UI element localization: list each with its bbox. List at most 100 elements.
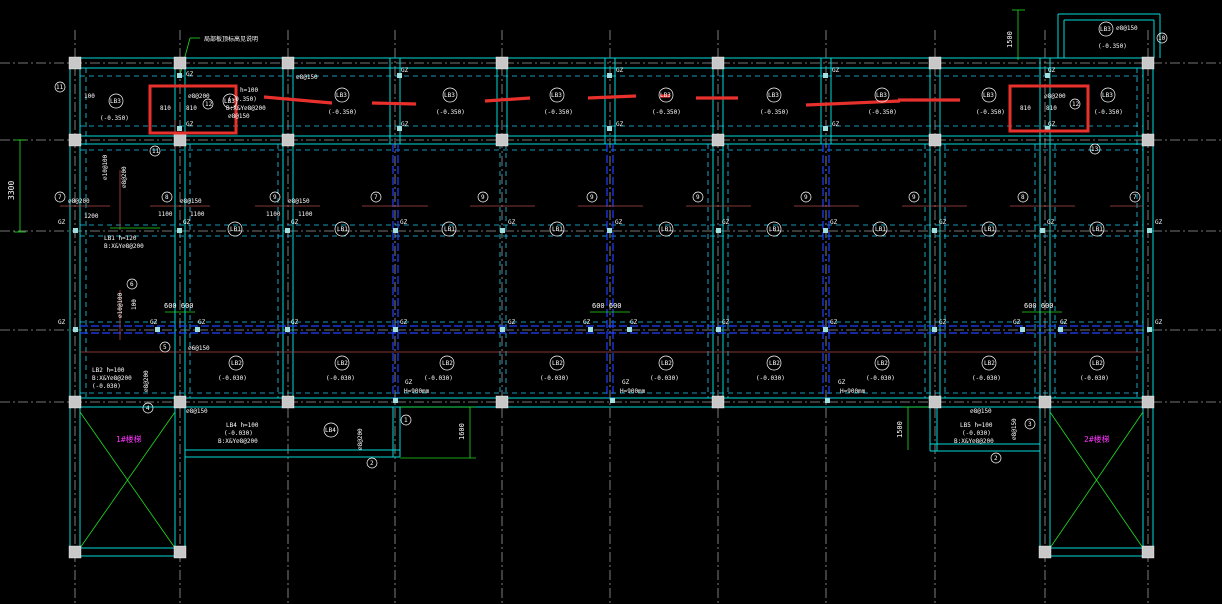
svg-text:LB3: LB3 xyxy=(1100,26,1111,33)
svg-text:(-0.030): (-0.030) xyxy=(650,375,679,382)
svg-text:GZ: GZ xyxy=(722,319,730,326)
column xyxy=(1141,56,1155,70)
column xyxy=(281,133,295,147)
svg-text:810: 810 xyxy=(186,105,197,112)
top-note: 局部板顶标高见说明 xyxy=(204,35,258,43)
svg-text:GZ: GZ xyxy=(832,67,840,74)
lb5-note: LB5 h=100 xyxy=(960,422,993,429)
svg-text:(-0.350): (-0.350) xyxy=(1094,109,1123,116)
svg-text:GZ: GZ xyxy=(630,319,638,326)
svg-text:LB3: LB3 xyxy=(768,92,779,99)
svg-text:5: 5 xyxy=(163,344,167,351)
svg-text:LB4: LB4 xyxy=(325,427,336,434)
highlight-box-left xyxy=(148,84,238,135)
svg-text:⌀8@200: ⌀8@200 xyxy=(357,428,364,450)
svg-text:⌀8@150: ⌀8@150 xyxy=(228,113,250,120)
svg-text:LB3: LB3 xyxy=(1102,92,1113,99)
grid-axes xyxy=(0,30,1222,604)
svg-text:GZ: GZ xyxy=(1013,319,1021,326)
svg-text:LB2: LB2 xyxy=(877,360,888,367)
svg-text:LB3: LB3 xyxy=(224,98,235,105)
svg-text:GZ: GZ xyxy=(1048,121,1056,128)
svg-text:(-0.350): (-0.350) xyxy=(544,109,573,116)
column xyxy=(173,545,187,559)
svg-text:GZ: GZ xyxy=(1155,319,1163,326)
lb2-note: LB2 h=100 xyxy=(92,367,125,374)
column xyxy=(495,56,509,70)
column xyxy=(173,133,187,147)
stair-2-label: 2#楼梯 xyxy=(1084,434,1110,444)
svg-text:GZ: GZ xyxy=(1048,67,1056,74)
svg-text:7: 7 xyxy=(58,194,62,201)
dim-600-right: 600 600 xyxy=(1024,302,1054,310)
svg-text:GZ: GZ xyxy=(1155,219,1163,226)
svg-text:⌀8@150: ⌀8@150 xyxy=(288,198,310,205)
svg-text:11: 11 xyxy=(56,84,64,91)
svg-text:GZ: GZ xyxy=(615,219,623,226)
svg-text:LB1: LB1 xyxy=(769,226,780,233)
svg-text:LB3: LB3 xyxy=(444,92,455,99)
dim-1500-top: 1500 xyxy=(1006,31,1014,48)
svg-text:GZ: GZ xyxy=(830,219,838,226)
column xyxy=(1038,545,1052,559)
svg-text:GZ: GZ xyxy=(939,219,947,226)
svg-text:GZ: GZ xyxy=(291,319,299,326)
svg-text:GZ: GZ xyxy=(291,219,299,226)
svg-text:LB1: LB1 xyxy=(1092,226,1103,233)
svg-text:(-0.350): (-0.350) xyxy=(1098,43,1127,50)
svg-text:B:X&Y⌀8@200: B:X&Y⌀8@200 xyxy=(226,105,266,112)
svg-text:LB2: LB2 xyxy=(231,360,242,367)
svg-text:GZ: GZ xyxy=(401,67,409,74)
svg-text:GZ: GZ xyxy=(198,319,206,326)
lb2-rebar: B:X&Y⌀8@200 xyxy=(92,375,132,382)
svg-text:10: 10 xyxy=(1158,35,1166,42)
lb1-note: LB1 h=120 xyxy=(104,235,137,242)
svg-text:13: 13 xyxy=(1091,146,1099,153)
blue-beams xyxy=(80,144,1143,398)
svg-text:9: 9 xyxy=(590,194,594,201)
svg-text:8: 8 xyxy=(165,194,169,201)
svg-text:1: 1 xyxy=(404,417,408,424)
svg-text:⌀8@150: ⌀8@150 xyxy=(1011,418,1018,440)
svg-text:h=100: h=100 xyxy=(240,87,258,94)
svg-text:GZ: GZ xyxy=(1047,219,1055,226)
svg-text:810: 810 xyxy=(1046,105,1057,112)
svg-text:3: 3 xyxy=(1028,421,1032,428)
svg-text:⌀6@150: ⌀6@150 xyxy=(188,345,210,352)
highlight-box-right xyxy=(1008,84,1090,133)
svg-text:LB1: LB1 xyxy=(552,226,563,233)
svg-text:1100: 1100 xyxy=(298,211,313,218)
svg-text:GZ: GZ xyxy=(616,67,624,74)
svg-text:LB2: LB2 xyxy=(337,360,348,367)
svg-text:GZ: GZ xyxy=(838,379,846,386)
svg-text:GZ: GZ xyxy=(400,219,408,226)
svg-text:9: 9 xyxy=(273,194,277,201)
svg-text:⌀8@200: ⌀8@200 xyxy=(188,93,210,100)
svg-text:7: 7 xyxy=(374,194,378,201)
svg-text:LB2: LB2 xyxy=(552,360,563,367)
svg-text:H=900mm: H=900mm xyxy=(840,388,866,395)
lb4-rebar: B:X&Y⌀8@200 xyxy=(218,438,258,445)
column xyxy=(68,545,82,559)
dimension-lines xyxy=(14,9,1144,549)
column xyxy=(1141,133,1155,147)
svg-text:(-0.030): (-0.030) xyxy=(756,375,785,382)
svg-text:GZ: GZ xyxy=(622,379,630,386)
svg-text:9: 9 xyxy=(912,194,916,201)
svg-text:GZ: GZ xyxy=(939,319,947,326)
column xyxy=(495,133,509,147)
svg-text:⌀8@200: ⌀8@200 xyxy=(68,198,90,205)
svg-text:(-0.350): (-0.350) xyxy=(328,109,357,116)
gz-posts xyxy=(73,73,1152,403)
svg-text:LB2: LB2 xyxy=(769,360,780,367)
svg-text:2: 2 xyxy=(994,455,998,462)
column xyxy=(281,56,295,70)
column xyxy=(173,56,187,70)
svg-text:(-0.350): (-0.350) xyxy=(868,109,897,116)
svg-text:11: 11 xyxy=(152,148,160,155)
dim-600-left: 600 600 xyxy=(164,302,194,310)
svg-text:LB3: LB3 xyxy=(110,98,121,105)
column xyxy=(281,395,295,409)
svg-text:⌀8@150: ⌀8@150 xyxy=(296,74,318,81)
